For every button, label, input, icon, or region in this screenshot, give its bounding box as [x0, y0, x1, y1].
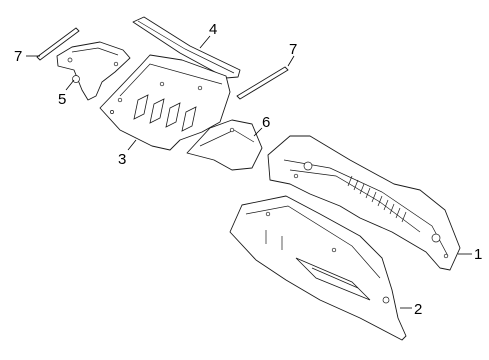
callout-7-right: 7 — [289, 41, 297, 58]
rear-body-panel[interactable] — [267, 135, 461, 271]
upper-rail[interactable] — [132, 16, 241, 79]
leader-7b — [287, 55, 295, 67]
side-bracket[interactable] — [56, 41, 131, 101]
leader-5 — [65, 79, 75, 91]
leader-6 — [253, 127, 263, 137]
callout-7-left: 7 — [14, 48, 22, 65]
callout-5: 5 — [58, 91, 66, 108]
weatherstrip-left[interactable] — [36, 27, 80, 61]
callout-1: 1 — [474, 246, 482, 263]
callout-6: 6 — [262, 114, 270, 131]
callout-2: 2 — [414, 301, 422, 318]
rear-floor-pan[interactable] — [99, 54, 231, 151]
lower-back-panel[interactable] — [229, 195, 407, 341]
weatherstrip-right[interactable] — [236, 66, 289, 100]
callout-4: 4 — [209, 21, 217, 38]
leader-3 — [127, 139, 137, 151]
leader-4 — [199, 35, 211, 49]
callout-3: 3 — [118, 151, 126, 168]
inner-panel-section[interactable] — [186, 119, 263, 171]
